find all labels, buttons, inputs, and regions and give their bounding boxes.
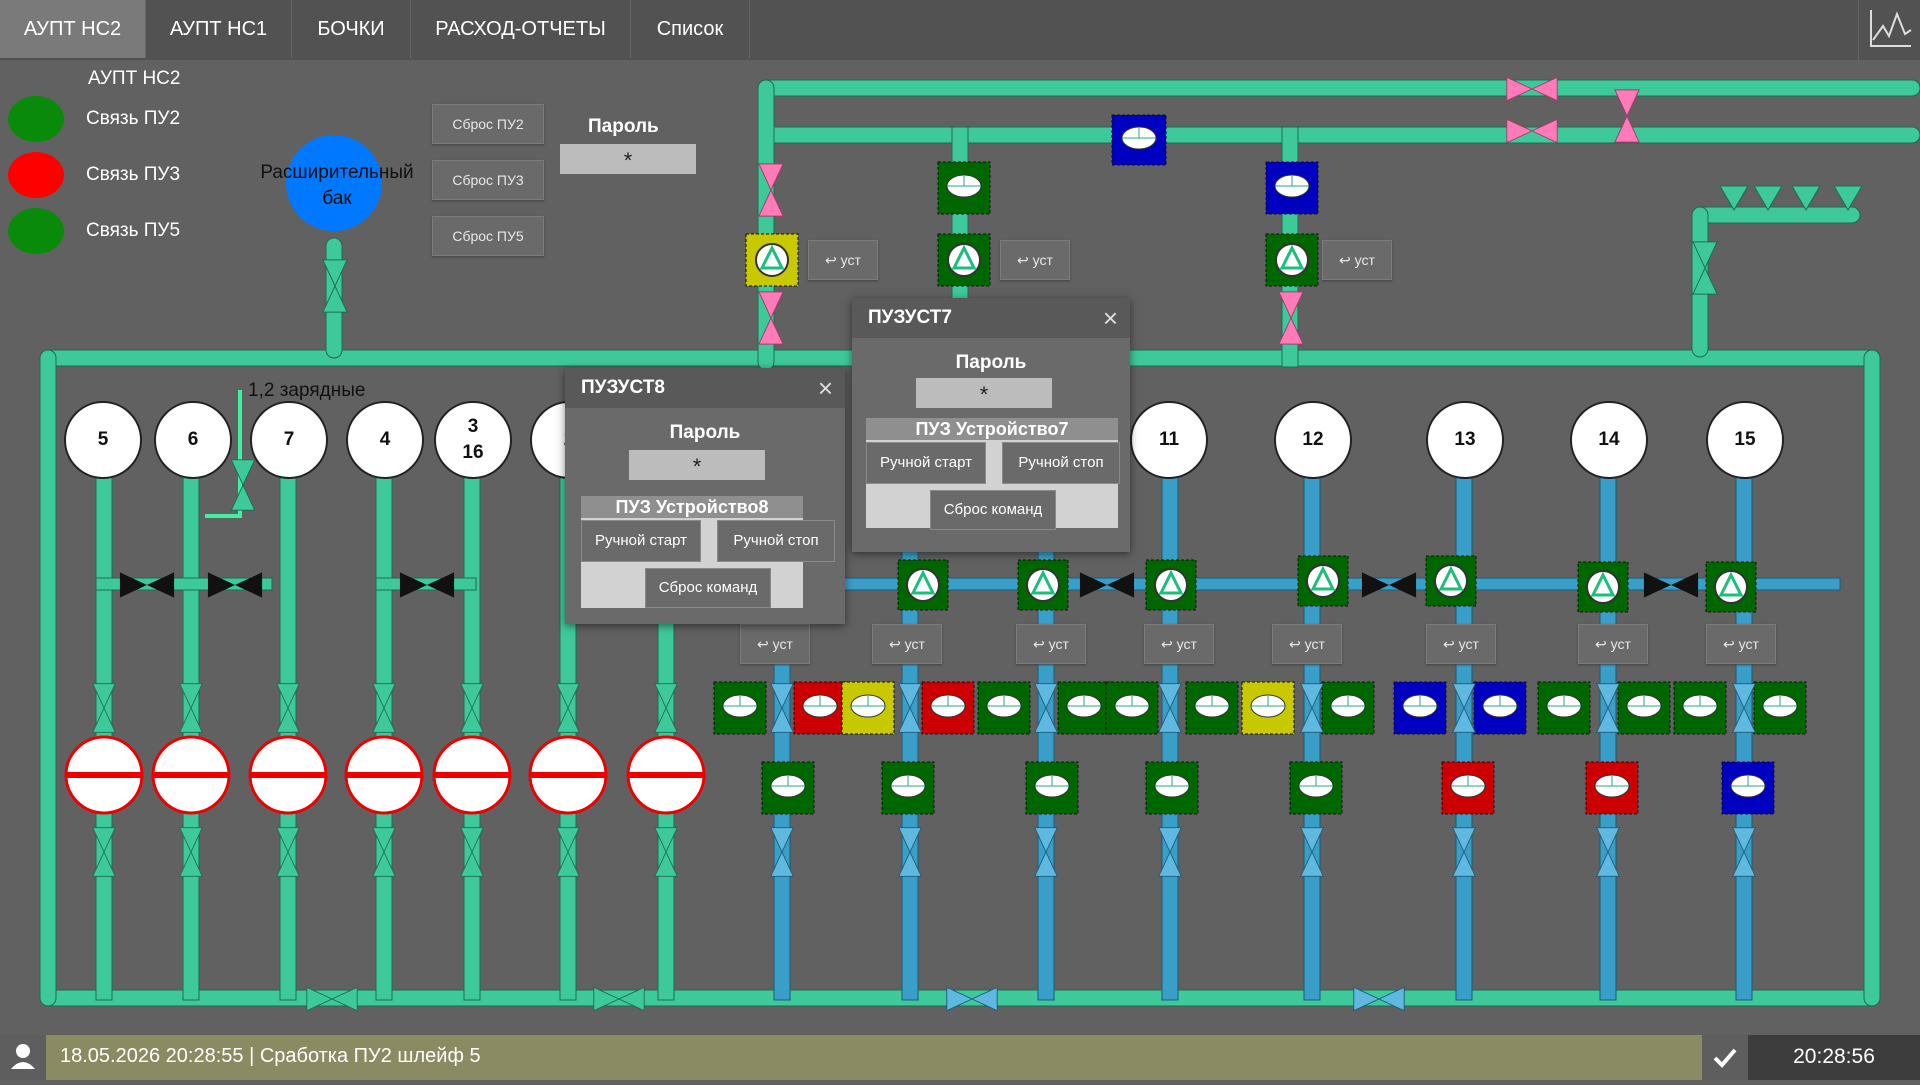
tab-aupt-ns2[interactable]: АУПТ НС2 bbox=[0, 0, 146, 58]
ust-button[interactable]: ↩ уст bbox=[872, 624, 942, 664]
return-arrow-icon: ↩ bbox=[1289, 636, 1305, 652]
return-arrow-icon: ↩ bbox=[1161, 636, 1177, 652]
ust-button[interactable]: ↩ уст bbox=[1016, 624, 1086, 664]
pump-5[interactable]: 5 bbox=[64, 401, 142, 479]
link-label-pu3: Связь ПУ3 bbox=[86, 164, 181, 185]
dialog-puzust8: ПУЗУСТ8 × Пароль * ПУЗ Устройство8 Ручно… bbox=[565, 368, 845, 624]
manual-stop-button[interactable]: Ручной стоп bbox=[717, 520, 835, 562]
return-arrow-icon: ↩ bbox=[889, 636, 905, 652]
tab-aupt-ns1[interactable]: АУПТ НС1 bbox=[146, 0, 292, 58]
dialog-title: ПУЗУСТ7 bbox=[868, 307, 952, 328]
tab-bochki[interactable]: БОЧКИ bbox=[292, 0, 411, 58]
trend-chart-icon bbox=[1870, 10, 1912, 47]
ust-button[interactable]: ↩ уст bbox=[808, 240, 878, 280]
reset-commands-button[interactable]: Сброс команд bbox=[930, 490, 1056, 530]
pump-13[interactable]: 13 bbox=[1426, 401, 1504, 479]
dialog-password-label: Пароль bbox=[669, 422, 741, 443]
top-navigation: АУПТ НС2 АУПТ НС1 БОЧКИ РАСХОД-ОТЧЕТЫ Сп… bbox=[0, 0, 1920, 60]
link-label-pu2: Связь ПУ2 bbox=[86, 108, 181, 129]
event-message: 18.05.2026 20:28:55 | Сработка ПУ2 шлейф… bbox=[60, 1045, 481, 1067]
link-led-pu3 bbox=[8, 152, 64, 198]
pump-12[interactable]: 12 bbox=[1274, 401, 1352, 479]
section-title: АУПТ НС2 bbox=[88, 68, 181, 89]
trend-chart-button[interactable] bbox=[1858, 0, 1920, 60]
return-arrow-icon: ↩ bbox=[757, 636, 773, 652]
return-arrow-icon: ↩ bbox=[1443, 636, 1459, 652]
password-field[interactable]: * bbox=[560, 144, 696, 174]
reset-pu3-button[interactable]: Сброс ПУ3 bbox=[432, 160, 544, 200]
ust-button[interactable]: ↩ уст bbox=[1426, 624, 1496, 664]
clock-panel: 20:28:56 bbox=[1748, 1035, 1920, 1080]
tab-rashod-otchety[interactable]: РАСХОД-ОТЧЕТЫ bbox=[411, 0, 631, 58]
manual-start-button[interactable]: Ручной старт bbox=[866, 442, 986, 484]
dialog-password-label: Пароль bbox=[955, 352, 1027, 373]
dialog-puzust7: ПУЗУСТ7 × Пароль * ПУЗ Устройство7 Ручно… bbox=[852, 298, 1130, 552]
tab-spisok[interactable]: Список bbox=[631, 0, 750, 58]
return-arrow-icon: ↩ bbox=[1033, 636, 1049, 652]
pump-14[interactable]: 14 bbox=[1570, 401, 1648, 479]
return-arrow-icon: ↩ bbox=[825, 252, 841, 268]
ust-button[interactable]: ↩ уст bbox=[1706, 624, 1776, 664]
dialog-password-field[interactable]: * bbox=[916, 378, 1052, 408]
dialog-group-title: ПУЗ Устройство7 bbox=[866, 418, 1118, 440]
return-arrow-icon: ↩ bbox=[1595, 636, 1611, 652]
ust-button[interactable]: ↩ уст bbox=[1578, 624, 1648, 664]
dialog-group-title: ПУЗ Устройство8 bbox=[581, 496, 803, 518]
acknowledge-button[interactable] bbox=[1702, 1035, 1748, 1080]
ust-button[interactable]: ↩ уст bbox=[1144, 624, 1214, 664]
pump-3-16[interactable]: 3 16 bbox=[434, 401, 512, 479]
close-icon[interactable]: × bbox=[1102, 303, 1118, 333]
checkmark-icon bbox=[1713, 1048, 1737, 1068]
charging-label: 1,2 зарядные bbox=[248, 380, 366, 401]
password-label: Пароль bbox=[588, 116, 659, 137]
link-led-pu2 bbox=[8, 96, 64, 142]
link-led-pu5 bbox=[8, 208, 64, 254]
dialog-header[interactable]: ПУЗУСТ8 × bbox=[565, 368, 845, 408]
ust-button[interactable]: ↩ уст bbox=[1272, 624, 1342, 664]
return-arrow-icon: ↩ bbox=[1723, 636, 1739, 652]
status-bar: 18.05.2026 20:28:55 | Сработка ПУ2 шлейф… bbox=[0, 1035, 1920, 1080]
reset-pu5-button[interactable]: Сброс ПУ5 bbox=[432, 216, 544, 256]
ust-button[interactable]: ↩ уст bbox=[1322, 240, 1392, 280]
dialog-header[interactable]: ПУЗУСТ7 × bbox=[852, 298, 1130, 338]
pump-11[interactable]: 11 bbox=[1130, 401, 1208, 479]
dialog-device-group: ПУЗ Устройство7 Ручной старт Ручной стоп… bbox=[866, 418, 1120, 530]
manual-start-button[interactable]: Ручной старт bbox=[581, 520, 701, 562]
manual-stop-button[interactable]: Ручной стоп bbox=[1002, 442, 1120, 484]
pump-4[interactable]: 4 bbox=[346, 401, 424, 479]
user-button[interactable] bbox=[0, 1035, 46, 1080]
ust-button[interactable]: ↩ уст bbox=[1000, 240, 1070, 280]
process-scheme bbox=[39, 76, 1920, 1012]
dialog-title: ПУЗУСТ8 bbox=[581, 377, 665, 398]
return-arrow-icon: ↩ bbox=[1339, 252, 1355, 268]
reset-commands-button[interactable]: Сброс команд bbox=[645, 568, 771, 608]
clock: 20:28:56 bbox=[1793, 1045, 1875, 1068]
return-arrow-icon: ↩ bbox=[1017, 252, 1033, 268]
tank-label: Расширительный бак bbox=[260, 162, 414, 209]
link-label-pu5: Связь ПУ5 bbox=[86, 220, 181, 241]
user-icon bbox=[11, 1044, 35, 1069]
pump-7[interactable]: 7 bbox=[250, 401, 328, 479]
close-icon[interactable]: × bbox=[817, 373, 833, 403]
dialog-device-group: ПУЗ Устройство8 Ручной старт Ручной стоп… bbox=[581, 496, 835, 608]
ust-button[interactable]: ↩ уст bbox=[740, 624, 810, 664]
pump-15[interactable]: 15 bbox=[1706, 401, 1784, 479]
pump-6[interactable]: 6 bbox=[154, 401, 232, 479]
dialog-password-field[interactable]: * bbox=[629, 450, 765, 480]
reset-pu2-button[interactable]: Сброс ПУ2 bbox=[432, 104, 544, 144]
